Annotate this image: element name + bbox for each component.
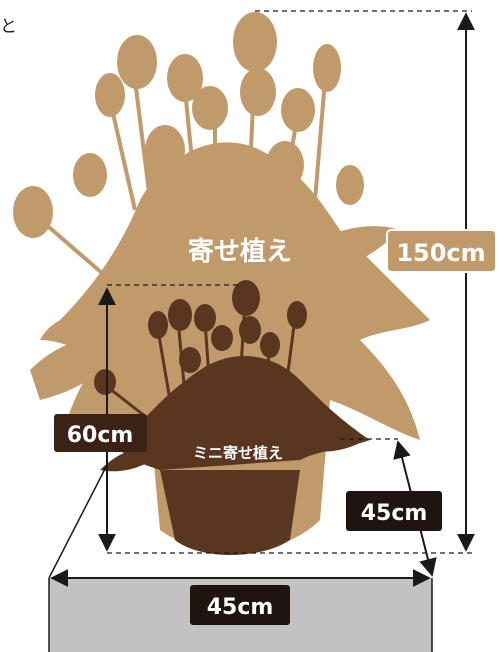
svg-text:150cm: 150cm	[396, 239, 485, 267]
base-left-slant	[48, 464, 108, 579]
svg-text:60cm: 60cm	[67, 423, 134, 448]
guide-lines	[107, 10, 472, 554]
corner-text: と	[0, 17, 17, 37]
large-arrangement-name: 寄せ植え	[188, 236, 292, 267]
svg-text:45cm: 45cm	[207, 595, 274, 620]
mini-arrangement-name: ミニ寄せ植え	[193, 444, 283, 462]
mini-arrangement-silhouette	[94, 280, 370, 555]
height-60-label: 60cm	[54, 414, 147, 452]
base-width-label: 45cm	[190, 585, 290, 625]
large-arrangement-silhouette	[13, 12, 430, 552]
height-150-label: 150cm	[386, 229, 497, 273]
svg-text:45cm: 45cm	[361, 501, 428, 526]
mini-width-label: 45cm	[346, 491, 442, 531]
